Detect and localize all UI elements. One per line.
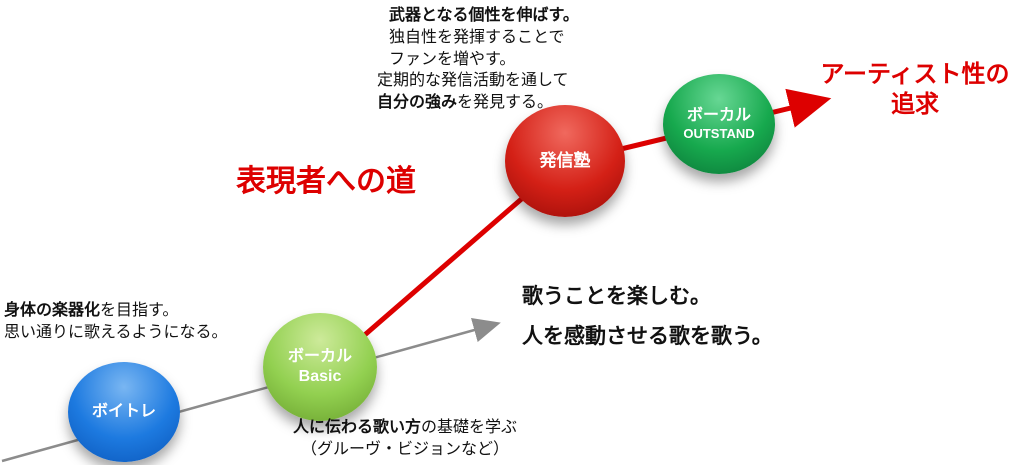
basic-note-line1: 人に伝わる歌い方の基礎を学ぶ [270, 417, 540, 439]
hasshin-note: 定期的な発信活動を通して 自分の強みを発見する。 [377, 70, 569, 114]
node-vocal-outstand: ボーカル OUTSTAND [663, 74, 775, 174]
enjoy-headline-1: 歌うことを楽しむ。 [522, 285, 711, 308]
node-vocal-outstand-label-2: OUTSTAND [683, 126, 755, 141]
goal-label-line2: 追求 [891, 91, 939, 118]
node-vocal-basic-label-2: Basic [298, 368, 342, 385]
voitore-note-line1-rest: を目指す。 [100, 302, 179, 319]
basic-note-line1-rest: の基礎を学ぶ [421, 419, 518, 436]
outstand-note: 武器となる個性を伸ばす。 独自性を発揮することで ファンを増やす。 [389, 5, 579, 71]
goal-label-line1: アーティスト性の [820, 61, 1010, 88]
voitore-note-line1: 身体の楽器化を目指す。 [4, 300, 228, 322]
basic-note-line1-bold: 人に伝わる歌い方 [292, 419, 421, 436]
node-vocal-basic-label-1: ボーカル [287, 348, 352, 365]
voitore-note: 身体の楽器化を目指す。 思い通りに歌えるようになる。 [4, 300, 228, 344]
node-vocal-outstand-label-1: ボーカル [686, 107, 751, 124]
node-voitore: ボイトレ [68, 362, 180, 462]
outstand-note-line3: ファンを増やす。 [389, 51, 516, 68]
node-vocal-basic: ボーカル Basic [263, 313, 377, 421]
voitore-note-line1-bold: 身体の楽器化 [4, 302, 101, 319]
enjoy-headline-2: 人を感動させる歌を歌う。 [522, 325, 773, 348]
hasshin-note-line2: 自分の強みを発見する。 [377, 92, 569, 114]
voitore-note-line2: 思い通りに歌えるようになる。 [4, 324, 228, 341]
goal-label: アーティスト性の 追求 [810, 60, 1020, 120]
hasshin-note-line1: 定期的な発信活動を通して [377, 72, 569, 89]
outstand-note-line1: 武器となる個性を伸ばす。 [389, 7, 579, 24]
hasshin-note-line2-bold: 自分の強み [377, 94, 458, 111]
node-hasshinjuku-label: 発信塾 [539, 151, 591, 170]
basic-note-line2: （グルーヴ・ビジョンなど） [300, 441, 509, 458]
outstand-note-line2: 独自性を発揮することで [389, 29, 565, 46]
basic-note: 人に伝わる歌い方の基礎を学ぶ （グルーヴ・ビジョンなど） [270, 417, 540, 461]
node-hasshinjuku: 発信塾 [505, 105, 625, 217]
path-label: 表現者への道 [236, 165, 416, 198]
node-voitore-label: ボイトレ [91, 403, 156, 420]
hasshin-note-line2-rest: を発見する。 [457, 94, 554, 111]
